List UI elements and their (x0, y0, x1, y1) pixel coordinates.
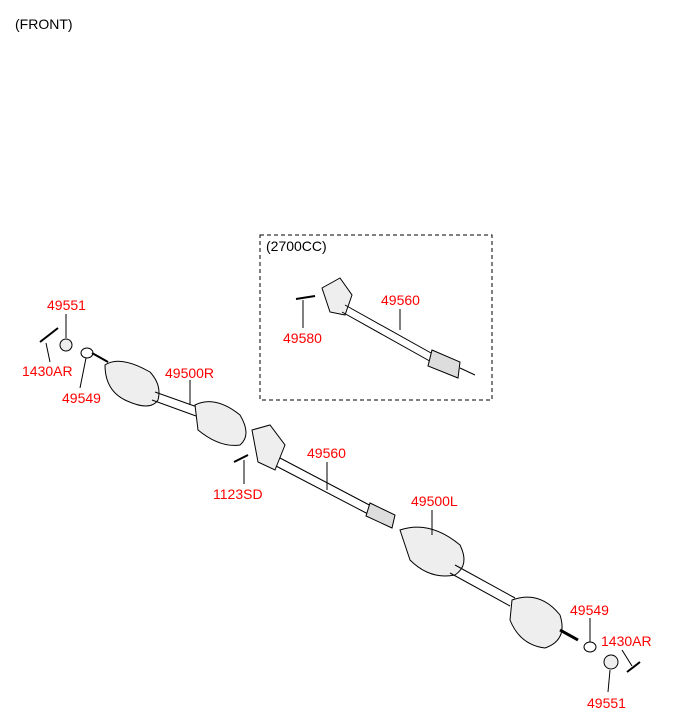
nut-left (603, 654, 619, 670)
label-washer-right[interactable]: 49549 (62, 390, 101, 406)
label-bolt[interactable]: 1123SD (213, 486, 263, 502)
label-shaft-2700[interactable]: 49560 (381, 292, 420, 308)
bolt-1123sd (233, 454, 249, 463)
label-pin-right[interactable]: 1430AR (22, 363, 73, 379)
label-nut-right[interactable]: 49551 (47, 297, 86, 313)
label-pin-left[interactable]: 1430AR (601, 633, 652, 649)
nut-right (59, 338, 73, 352)
option-note: (2700CC) (266, 238, 327, 254)
washer-right (80, 347, 94, 359)
front-note: (FRONT) (15, 16, 73, 32)
label-nut-left[interactable]: 49551 (587, 695, 626, 711)
shaft-49500l (399, 526, 579, 649)
shaft-2700cc (321, 277, 476, 379)
label-bolt-2700[interactable]: 49580 (283, 330, 322, 346)
label-inter-shaft[interactable]: 49560 (307, 445, 346, 461)
pin-left (626, 661, 641, 673)
pin-right (39, 327, 59, 343)
shaft-49500r (91, 352, 247, 446)
label-shaft-right[interactable]: 49500R (165, 365, 215, 381)
washer-left (583, 641, 597, 653)
bolt-49580 (295, 295, 316, 300)
label-shaft-left[interactable]: 49500L (411, 493, 458, 509)
option-box (259, 234, 493, 401)
inter-shaft-49560 (251, 424, 396, 529)
label-washer-left[interactable]: 49549 (570, 602, 609, 618)
